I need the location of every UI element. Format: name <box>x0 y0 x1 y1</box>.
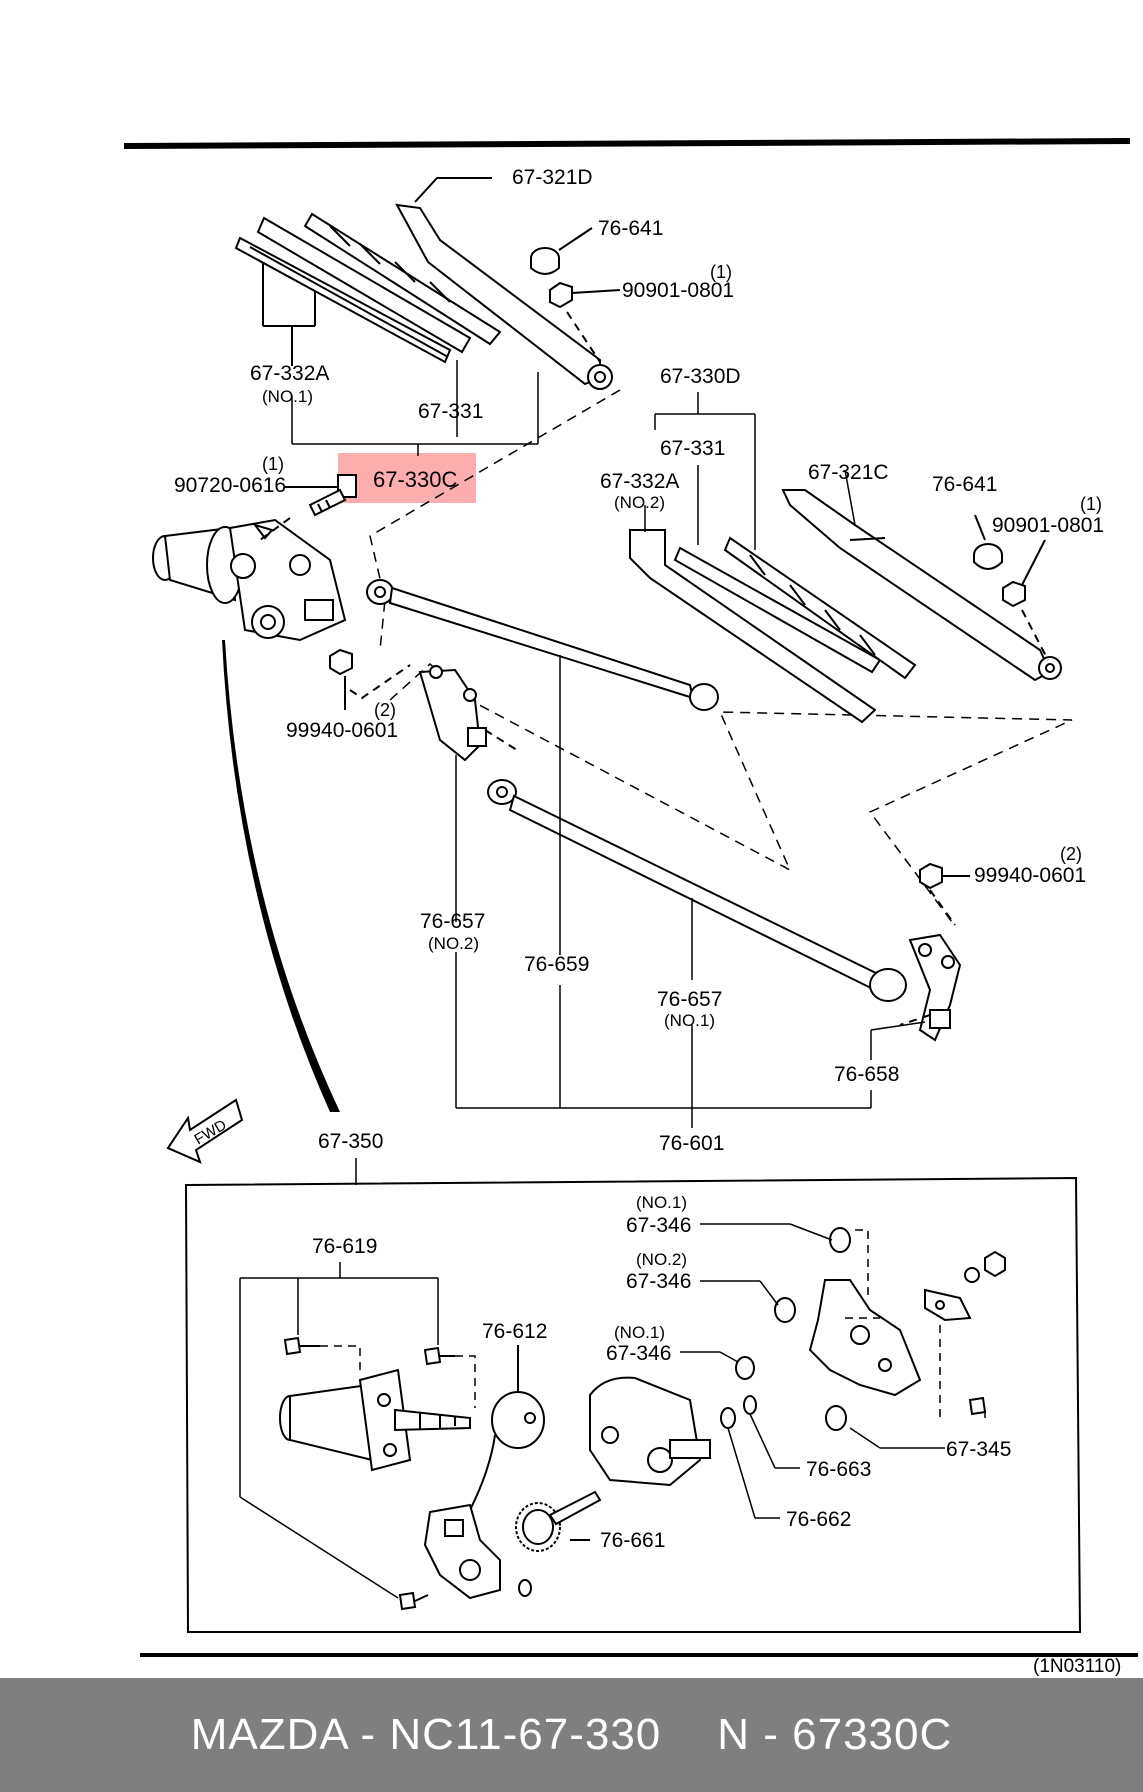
label-67-331-right: 67-331 <box>660 437 725 460</box>
label-76-663: 76-663 <box>806 1458 871 1481</box>
label-67-331-left: 67-331 <box>418 400 483 423</box>
switch-assembly <box>423 1503 532 1600</box>
linkage-76657-no1 <box>487 779 907 1002</box>
label-90901-right: 90901-0801 <box>992 514 1104 537</box>
label-99940-left-qty: (2) <box>374 700 396 720</box>
label-76-641-right: 76-641 <box>932 473 997 496</box>
label-no1-b: (NO.1) <box>664 1011 715 1030</box>
label-76-657-no2: 76-657 <box>420 910 485 933</box>
bracket-assembly <box>808 1250 1006 1397</box>
label-90901-left: 90901-0801 <box>622 279 734 302</box>
label-no2-c: (NO.2) <box>636 1250 687 1269</box>
label-67-346-b: 67-346 <box>626 1270 691 1293</box>
screws-76619 <box>283 1336 476 1611</box>
label-67-332A-no2: 67-332A <box>600 470 679 493</box>
leaders-left-group <box>291 360 539 456</box>
label-no1-d: (NO.1) <box>614 1323 665 1342</box>
motor-kit-box <box>184 1176 1082 1633</box>
left-wiper-arm <box>395 177 613 390</box>
label-76-657-no1: 76-657 <box>657 988 722 1011</box>
bolt-90720 <box>259 474 357 541</box>
left-blade-assembly <box>234 212 502 366</box>
label-no2-b: (NO.2) <box>428 934 479 953</box>
label-67-346-a: 67-346 <box>626 1214 691 1237</box>
label-76-641-left: 76-641 <box>598 217 663 240</box>
top-rule <box>123 138 1131 149</box>
leaders-right-group <box>644 392 856 550</box>
brand-part-number: MAZDA - NC11-67-330 <box>190 1710 662 1759</box>
right-blade-assembly <box>629 529 917 724</box>
label-76-661: 76-661 <box>600 1529 665 1552</box>
oem-part-number: N - 67330C <box>717 1710 953 1759</box>
nut-90901-left <box>549 281 621 363</box>
washers-7666x <box>720 1395 757 1429</box>
grommets-67346 <box>735 1227 987 1431</box>
label-76-659: 76-659 <box>524 953 589 976</box>
footer-caption: MAZDA - NC11-67-330 N - 67330C <box>0 1678 1143 1792</box>
label-67-330C: 67-330C <box>373 467 458 492</box>
gear-76661 <box>515 1490 602 1552</box>
label-no2-a: (NO.2) <box>614 493 665 512</box>
fwd-arrow-icon <box>166 1098 244 1164</box>
right-wiper-arm <box>781 489 1062 682</box>
label-67-321C: 67-321C <box>808 461 889 484</box>
label-67-346-c: 67-346 <box>606 1342 671 1365</box>
label-diagram-code: (1N03110) <box>1033 1656 1121 1677</box>
motor-exploded <box>279 1368 471 1472</box>
label-90720: 90720-0616 <box>174 474 286 497</box>
label-67-345: 67-345 <box>946 1438 1011 1461</box>
dashed-link-center <box>389 662 1073 927</box>
label-99940-right: 99940-0601 <box>974 864 1086 887</box>
label-76-658: 76-658 <box>834 1063 899 1086</box>
pivot-left <box>418 665 521 762</box>
label-67-321D: 67-321D <box>512 166 593 189</box>
footer-bar <box>0 1678 1143 1792</box>
label-67-330D: 67-330D <box>660 365 741 388</box>
cap-76641-left <box>530 227 593 275</box>
label-99940-right-qty: (2) <box>1060 844 1082 864</box>
label-90901-left-qty: (1) <box>710 262 732 282</box>
label-76-619: 76-619 <box>312 1235 377 1258</box>
label-90720-qty: (1) <box>262 454 284 474</box>
nut-99940-left <box>329 648 411 710</box>
labels: 67-321D 76-641 (1) 90901-0801 67-332A (N… <box>174 166 1121 1677</box>
label-no1-a: (NO.1) <box>262 387 313 406</box>
label-90901-right-qty: (1) <box>1080 494 1102 514</box>
gearbox-housing <box>589 1376 711 1487</box>
label-76-612: 76-612 <box>482 1320 547 1343</box>
wiper-motor <box>152 518 347 642</box>
nut-90901-right <box>1002 539 1049 661</box>
label-76-601: 76-601 <box>659 1132 724 1155</box>
linkage-76659 <box>366 579 719 711</box>
label-99940-left: 99940-0601 <box>286 719 398 742</box>
fwd-swoosh <box>222 640 340 1112</box>
highlight-box <box>338 453 476 503</box>
leaders-76619 <box>239 1262 439 1599</box>
leaders-right-kit <box>572 1223 986 1541</box>
leaders-linkage <box>455 655 926 1128</box>
nut-99940-right <box>919 862 970 926</box>
label-no1-c: (NO.1) <box>636 1193 687 1212</box>
label-67-332A-no1: 67-332A <box>250 362 329 385</box>
label-76-662: 76-662 <box>786 1508 851 1531</box>
pivot-right <box>899 933 962 1042</box>
label-67-350: 67-350 <box>318 1130 383 1153</box>
cap-76641-right <box>973 514 1003 570</box>
dashed-link-left <box>369 389 621 651</box>
